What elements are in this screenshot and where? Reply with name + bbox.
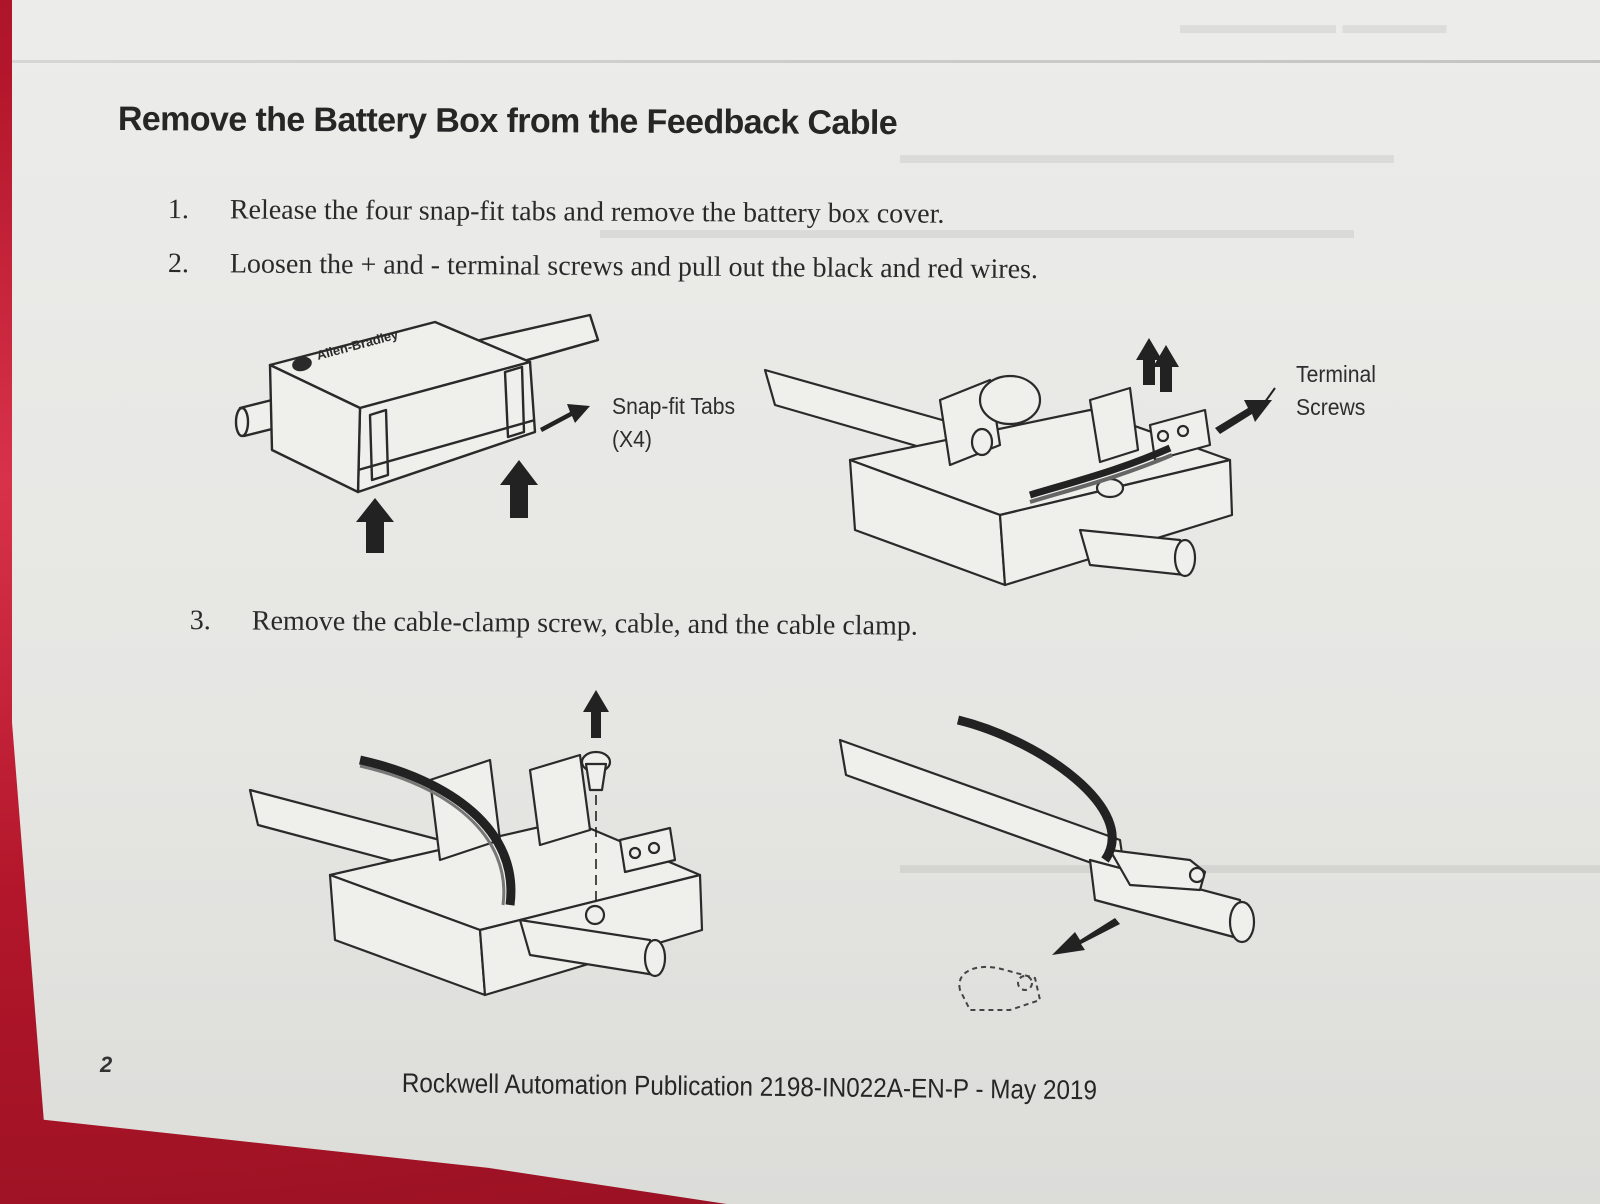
show-through-text: ▬▬▬▬▬▬▬▬▬▬▬▬▬▬▬▬▬▬▬ <box>900 140 1394 169</box>
page-number: 2 <box>100 1052 113 1077</box>
step-text: Remove the cable-clamp screw, cable, and… <box>251 605 918 642</box>
pointer-arrow-icon <box>1052 918 1120 955</box>
callout-line: Terminal <box>1296 361 1376 387</box>
step-number: 2. <box>167 248 189 280</box>
up-arrow-icon <box>1153 345 1179 392</box>
up-arrow-icon <box>1136 338 1162 385</box>
cable-clamp-removed-illustration <box>838 715 1256 1011</box>
section-heading: Remove the Battery Box from the Feedback… <box>117 100 898 143</box>
step-1: 1. Release the four snap-fit tabs and rem… <box>168 194 945 231</box>
battery-box-cover-illustration: Allen-Bradley <box>234 313 600 553</box>
callout-line: Screws <box>1296 394 1366 421</box>
paper-sheet <box>12 0 1600 1204</box>
pointer-arrow-icon <box>540 404 590 432</box>
step-text: Loosen the + and - terminal screws and p… <box>229 248 1039 286</box>
up-arrow-icon <box>583 690 609 738</box>
step-3: 3. Remove the cable-clamp screw, cable, a… <box>190 605 918 643</box>
up-arrow-icon <box>356 498 394 553</box>
callout-line: Snap-fit Tabs <box>612 393 736 419</box>
step-number: 3. <box>189 605 211 637</box>
cable-clamp-screw-illustration <box>248 690 704 997</box>
up-arrow-icon <box>500 460 538 518</box>
paper-fold <box>12 60 1600 63</box>
callout-line: (X4) <box>612 426 652 453</box>
open-battery-box-illustration <box>763 338 1276 587</box>
step-text: Release the four snap-fit tabs and remov… <box>229 194 945 230</box>
snap-fit-callout: Snap-fit Tabs (X4) <box>612 390 735 457</box>
step-2: 2. Loosen the + and - terminal screws and… <box>168 248 1038 286</box>
show-through-text: ▬▬▬▬ ▬▬▬▬▬▬ <box>1180 10 1447 39</box>
terminal-screws-callout: Terminal Screws <box>1296 358 1376 425</box>
pointer-arrow-icon <box>1215 400 1272 434</box>
step-number: 1. <box>167 194 189 226</box>
